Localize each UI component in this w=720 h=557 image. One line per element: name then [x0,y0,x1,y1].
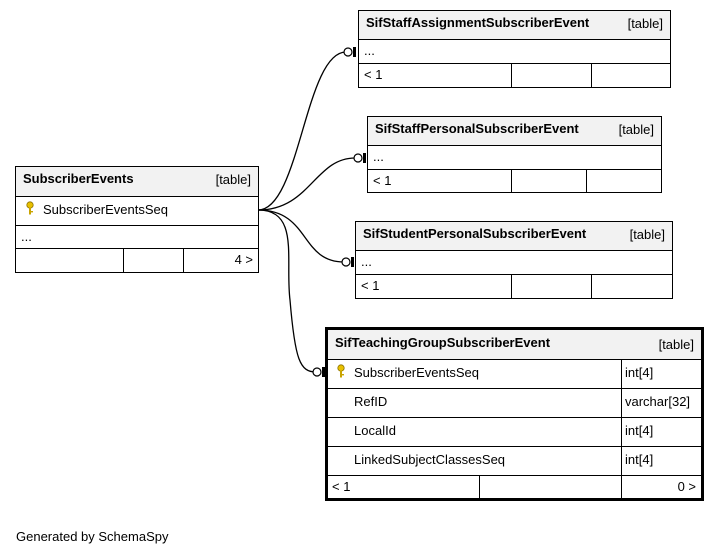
cardinality-marker [312,367,325,377]
table-staff-personal[interactable]: SifStaffPersonalSubscriberEvent [table] … [367,116,662,193]
table-kind: [table] [215,172,251,187]
ellipsis-row: ... [368,146,661,170]
relationship-line [257,209,345,263]
column-row: SubscriberEventsSeq int[4] [328,360,701,389]
table-kind: [table] [618,122,654,137]
table-header: SifStaffPersonalSubscriberEvent [table] [368,117,661,146]
table-name: SifTeachingGroupSubscriberEvent [335,335,551,350]
column-name: LocalId [354,423,396,438]
table-name: SifStaffPersonalSubscriberEvent [375,121,579,136]
ellipsis-row: ... [359,40,670,64]
table-header: SifStaffAssignmentSubscriberEvent [table… [359,11,670,40]
table-kind: [table] [629,227,665,242]
relationship-line [257,209,317,373]
column-row: SubscriberEventsSeq [16,197,258,226]
table-subscriber-events[interactable]: SubscriberEvents [table] SubscriberEvent… [15,166,259,273]
table-kind: [table] [627,16,663,31]
column-row: LinkedSubjectClassesSeq int[4] [328,447,701,476]
table-name: SubscriberEvents [23,171,134,186]
column-name: LinkedSubjectClassesSeq [354,452,506,467]
child-count: 4 > [234,252,253,267]
ellipsis-text: ... [364,43,375,58]
parent-count: < 1 [332,479,351,494]
footer-row: < 1 [356,275,672,298]
ellipsis-text: ... [21,229,32,244]
column-row: LocalId int[4] [328,418,701,447]
table-name: SifStaffAssignmentSubscriberEvent [366,15,590,30]
table-name: SifStudentPersonalSubscriberEvent [363,226,587,241]
column-name: SubscriberEventsSeq [43,202,169,217]
table-teaching-group[interactable]: SifTeachingGroupSubscriberEvent [table] … [325,327,704,501]
column-type: varchar[32] [625,394,691,409]
child-count: 0 > [677,479,696,494]
parent-count: < 1 [361,278,380,293]
table-header: SifTeachingGroupSubscriberEvent [table] [328,330,701,360]
footer-row: < 1 [368,170,661,192]
column-type: int[4] [625,423,654,438]
relationship-line [257,157,356,211]
table-header: SifStudentPersonalSubscriberEvent [table… [356,222,672,251]
cardinality-marker [343,47,356,57]
ellipsis-text: ... [373,149,384,164]
footer-row: 4 > [16,249,258,272]
generated-by-text: Generated by SchemaSpy [16,529,169,544]
cardinality-marker [353,153,366,163]
column-type: int[4] [625,365,654,380]
table-student-personal[interactable]: SifStudentPersonalSubscriberEvent [table… [355,221,673,299]
relationship-line [257,51,347,211]
parent-count: < 1 [373,173,392,188]
cardinality-marker [341,257,354,267]
key-icon [337,364,345,378]
ellipsis-row: ... [16,226,258,249]
footer-row: < 1 [359,64,670,87]
ellipsis-row: ... [356,251,672,275]
footer-row: < 1 0 > [328,476,701,498]
parent-count: < 1 [364,67,383,82]
table-kind: [table] [658,337,694,352]
column-name: SubscriberEventsSeq [354,365,480,380]
column-name: RefID [354,394,388,409]
table-header: SubscriberEvents [table] [16,167,258,197]
column-row: RefID varchar[32] [328,389,701,418]
table-staff-assignment[interactable]: SifStaffAssignmentSubscriberEvent [table… [358,10,671,88]
ellipsis-text: ... [361,254,372,269]
key-icon [26,201,34,215]
column-type: int[4] [625,452,654,467]
